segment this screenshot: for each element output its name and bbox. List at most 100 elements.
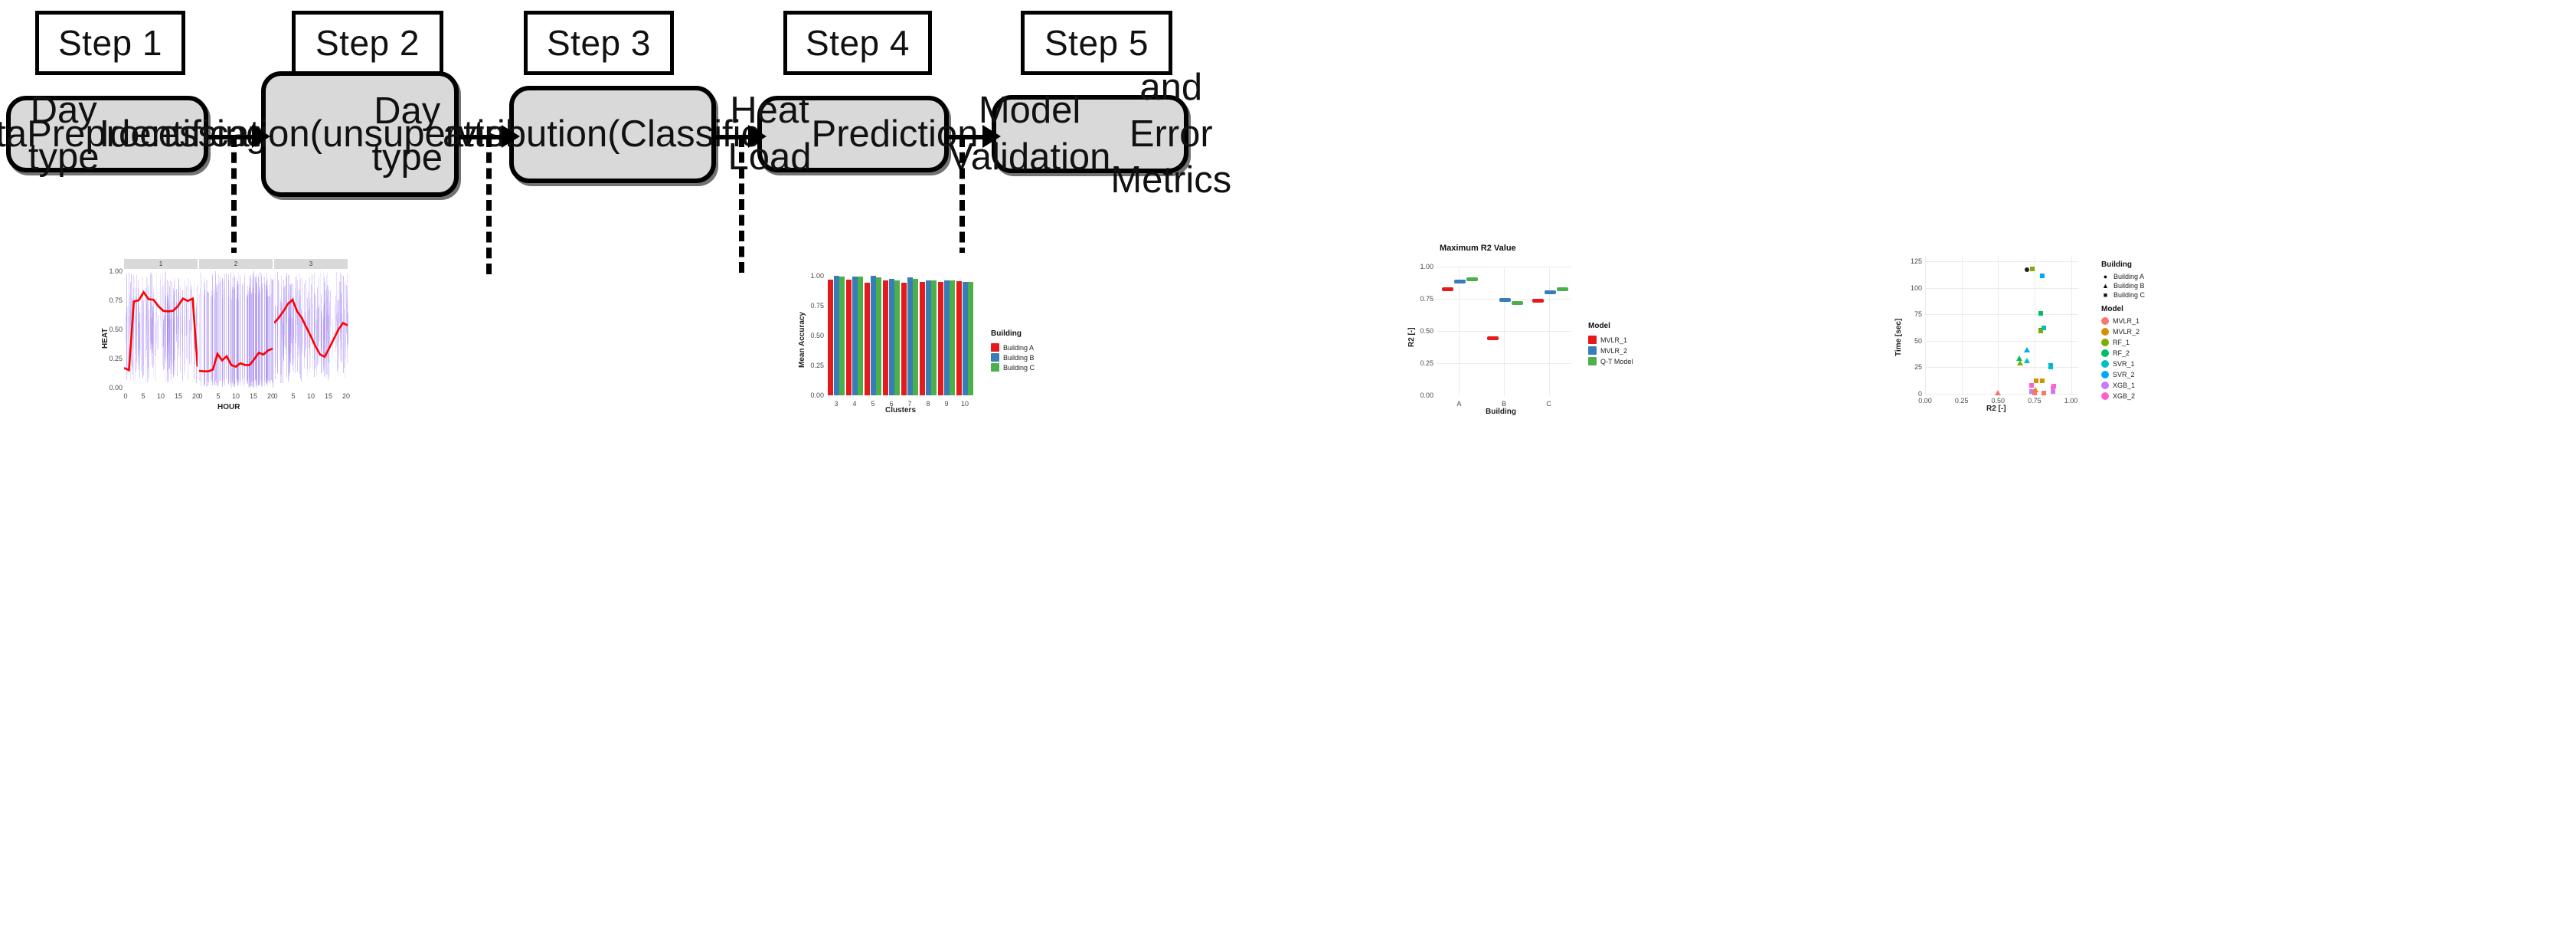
spaghetti-line bbox=[234, 289, 236, 385]
spaghetti-line bbox=[221, 298, 223, 387]
spaghetti-line bbox=[136, 274, 137, 363]
spaghetti-line bbox=[299, 295, 301, 355]
spaghetti-line bbox=[166, 292, 168, 372]
spaghetti-line bbox=[250, 290, 252, 384]
spaghetti-line bbox=[166, 319, 168, 382]
chart-mean-accuracy: 1.00 0.75 0.50 0.25 0.00 Mean Accuracy 3… bbox=[798, 253, 1109, 414]
chart1-xtick: 20 bbox=[342, 392, 351, 400]
chart2-legend-item[interactable]: Building C bbox=[991, 363, 1035, 372]
spaghetti-line bbox=[214, 299, 216, 386]
step-label-box-1: Step 1 bbox=[35, 11, 185, 75]
spaghetti-line bbox=[270, 296, 271, 382]
chart4-xtick: 0.00 bbox=[1918, 397, 1932, 405]
connector-3-4 bbox=[716, 135, 753, 139]
spaghetti-line bbox=[311, 284, 312, 336]
chart2-ylabel: Mean Accuracy bbox=[798, 312, 806, 368]
spaghetti-line bbox=[197, 284, 198, 326]
chart4-model-legend-item[interactable]: RF_2 bbox=[2101, 349, 2130, 357]
gridline bbox=[1925, 260, 2078, 262]
chart3-legend-item[interactable]: MVLR_2 bbox=[1588, 346, 1627, 355]
scatter-point bbox=[2032, 386, 2038, 392]
spaghetti-line bbox=[247, 294, 248, 380]
chart2-xlabel: Clusters bbox=[885, 406, 917, 414]
legend-dot bbox=[2101, 349, 2109, 357]
legend-label: Building A bbox=[1003, 343, 1035, 352]
chart1-xtick: 15 bbox=[324, 392, 333, 400]
spaghetti-line bbox=[145, 303, 147, 351]
chart4-model-legend-item[interactable]: XGB_1 bbox=[2101, 382, 2135, 389]
spaghetti-line bbox=[280, 298, 282, 375]
spaghetti-line bbox=[266, 274, 268, 385]
spaghetti-line bbox=[286, 273, 288, 378]
chart3-ylabel: R2 [-] bbox=[1407, 327, 1416, 347]
spaghetti-line bbox=[237, 300, 239, 385]
spaghetti-line bbox=[142, 303, 144, 365]
chart4-model-legend-item[interactable]: SVR_1 bbox=[2101, 360, 2135, 368]
spaghetti-line bbox=[296, 274, 297, 318]
spaghetti-line bbox=[146, 290, 148, 334]
chart4-legend-model-title: Model bbox=[2101, 305, 2123, 313]
spaghetti-line bbox=[318, 306, 319, 347]
chart1-xtick: 0 bbox=[198, 392, 203, 400]
legend-shape-icon: ▲ bbox=[2102, 282, 2109, 290]
chart2-legend-item[interactable]: Building A bbox=[991, 343, 1034, 352]
chart3-legend-item[interactable]: Q-T Model bbox=[1588, 357, 1633, 365]
spaghetti-line bbox=[132, 274, 134, 382]
spaghetti-line bbox=[247, 286, 248, 382]
spaghetti-line bbox=[234, 276, 235, 385]
spaghetti-line bbox=[211, 291, 212, 383]
spaghetti-line bbox=[208, 293, 209, 383]
spaghetti-line bbox=[126, 274, 128, 322]
spaghetti-line bbox=[315, 295, 316, 369]
chart3-title: Maximum R2 Value bbox=[1440, 244, 1516, 253]
spaghetti-line bbox=[279, 283, 280, 359]
chart4-model-legend-item[interactable]: XGB_2 bbox=[2101, 392, 2135, 400]
chart4-model-legend-item[interactable]: MVLR_2 bbox=[2101, 328, 2140, 336]
r2-marker-mvlr-1 bbox=[1487, 336, 1499, 340]
spaghetti-line bbox=[168, 319, 169, 354]
bar-building-a bbox=[920, 281, 926, 395]
spaghetti-line bbox=[126, 272, 127, 340]
centroid-line bbox=[274, 297, 348, 359]
chart4-building-legend-item[interactable]: ▲Building B bbox=[2101, 282, 2145, 290]
spaghetti-line bbox=[237, 271, 239, 382]
r2-marker-q-t-model bbox=[1556, 287, 1568, 291]
chart4-building-legend-item[interactable]: ■ Building C bbox=[2101, 291, 2145, 299]
legend-label: Building C bbox=[2113, 291, 2146, 299]
spaghetti-line bbox=[156, 273, 157, 318]
spaghetti-line bbox=[337, 319, 338, 372]
chart4-ylabel: Time [sec] bbox=[1894, 318, 1903, 356]
process-box-data-preprocessing[interactable]: DataPreprocessing bbox=[0, 96, 266, 172]
chart2-xtick: 10 bbox=[960, 400, 969, 408]
chart4-building-legend-item[interactable]: ●Building A bbox=[2101, 273, 2144, 280]
spaghetti-line bbox=[170, 319, 172, 374]
spaghetti-line bbox=[252, 274, 253, 387]
legend-shape-icon: ■ bbox=[2103, 291, 2108, 299]
spaghetti-line bbox=[179, 286, 181, 355]
spaghetti-line bbox=[206, 279, 208, 387]
spaghetti-line bbox=[346, 273, 348, 342]
chart4-ytick: 0 bbox=[1917, 390, 1922, 398]
spaghetti-line bbox=[293, 323, 294, 365]
bar-building-c bbox=[967, 282, 973, 395]
spaghetti-line bbox=[250, 292, 252, 382]
scatter-point bbox=[2029, 389, 2034, 395]
spaghetti-line bbox=[249, 283, 250, 386]
spaghetti-line bbox=[264, 284, 266, 387]
chart4-model-legend-item[interactable]: MVLR_1 bbox=[2101, 317, 2140, 325]
chart4-model-legend-item[interactable]: RF_1 bbox=[2101, 339, 2130, 346]
chart3-legend-item[interactable]: MVLR_1 bbox=[1588, 336, 1627, 344]
chart2-legend-item[interactable]: Building B bbox=[991, 353, 1035, 362]
r2-marker-mvlr-2 bbox=[1499, 298, 1511, 303]
bar-building-b bbox=[943, 280, 950, 395]
arrow-head-3-4 bbox=[748, 125, 767, 148]
chart4-model-legend-item[interactable]: SVR_2 bbox=[2101, 371, 2135, 378]
spaghetti-line bbox=[263, 283, 265, 380]
spaghetti-line bbox=[211, 275, 213, 378]
spaghetti-line bbox=[248, 291, 250, 388]
spaghetti-line bbox=[244, 273, 245, 379]
legend-dot bbox=[2101, 328, 2109, 336]
